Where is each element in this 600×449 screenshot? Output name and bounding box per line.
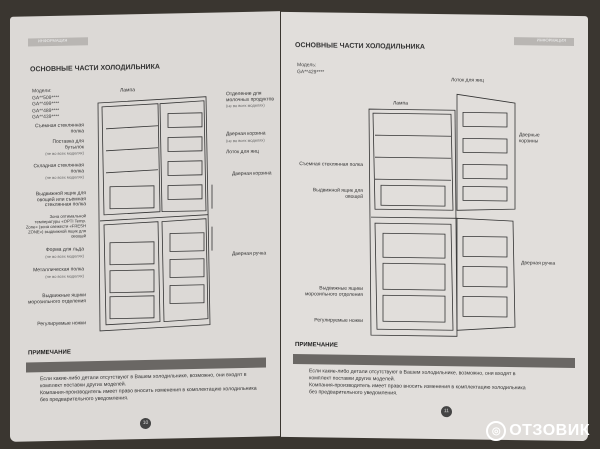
label-door-baskets: Дверные корзины: [519, 132, 540, 145]
label-shelf: Съемная стеклянная полка: [299, 161, 363, 169]
label-dairy: Отделение для молочных продуктов (не во …: [226, 91, 278, 109]
left-page: ИНФОРМАЦИЯ ОСНОВНЫЕ ЧАСТИ ХОЛОДИЛЬНИКА М…: [10, 11, 280, 442]
label-folding-text: Складная стеклянная полка: [33, 162, 84, 175]
left-page-number: 10: [140, 417, 151, 430]
watermark: ◎ ОТЗОВИК: [486, 421, 590, 441]
label-metal-note: (не во всех моделях): [45, 272, 84, 279]
model-item: GA**429****: [297, 68, 325, 75]
model-item: GA**439****: [32, 113, 60, 121]
label-ice-note: (не во всех моделях): [45, 252, 84, 259]
left-header-text: ИНФОРМАЦИЯ: [38, 37, 68, 44]
label-lamp: Лампа: [120, 87, 135, 94]
fridge-diagram-right: [368, 93, 516, 337]
right-page: ИНФОРМАЦИЯ ОСНОВНЫЕ ЧАСТИ ХОЛОДИЛЬНИКА М…: [281, 11, 588, 442]
right-note-text: Если какие-либо детали отсутствуют в Ваш…: [309, 368, 579, 400]
label-bottle-text: Поставка для бутылок: [52, 138, 84, 151]
otzovik-logo-icon: ◎: [486, 421, 507, 441]
label-egg: Лоток для яиц: [451, 77, 484, 84]
label-ice-text: Форма для льда: [45, 246, 84, 254]
label-handle: Дверная ручка: [521, 260, 556, 267]
left-models: Модели: GA**509**** GA**499**** GA**489*…: [32, 88, 59, 121]
right-title: ОСНОВНЫЕ ЧАСТИ ХОЛОДИЛЬНИКА: [295, 42, 425, 51]
model-item: GA**499****: [32, 100, 60, 108]
label-dairy-note: (не во всех моделях): [226, 102, 265, 109]
label-bottle: Поставка для бутылок (не во всех моделях…: [32, 138, 84, 157]
right-header-text: ИНФОРМАЦИЯ: [536, 37, 566, 43]
label-freezer: Выдвижные ящики морозильного отделения: [27, 292, 86, 306]
label-freezer: Выдвижные ящики морозильного отделения: [304, 285, 363, 298]
label-ice: Форма для льда (не во всех моделях): [32, 246, 84, 259]
label-egg: Лоток для яиц: [226, 148, 259, 156]
left-note-bar: [26, 357, 266, 373]
label-lamp: Лампа: [393, 100, 408, 107]
label-metal: Металлическая полка (не во всех моделях): [32, 266, 84, 279]
label-shelf: Съемная стеклянная полка: [35, 122, 84, 135]
label-door-basket: Дверная корзина (не во всех моделях): [226, 130, 278, 143]
left-note-title: ПРИМЕЧАНИЕ: [28, 349, 71, 357]
fridge-diagram: [97, 96, 213, 332]
watermark-text: ОТЗОВИК: [509, 422, 590, 439]
label-door-basket-text: Дверная корзина: [226, 130, 266, 138]
label-door-basket2: Дверная корзина: [232, 170, 272, 178]
label-metal-text: Металлическая полка: [33, 266, 84, 274]
label-door-basket-note: (не во всех моделях): [226, 137, 265, 143]
label-veg: Выдвижной ящик для овощей: [312, 187, 363, 200]
label-folding: Складная стеклянная полка (не во всех мо…: [32, 162, 84, 181]
label-veg: Выдвижной ящик для овощей или съемная ст…: [35, 190, 86, 209]
label-bottle-note: (не во всех моделях): [45, 150, 84, 157]
label-dairy-text: Отделение для молочных продуктов: [226, 90, 275, 103]
right-note-bar: [293, 354, 575, 368]
right-note-title: ПРИМЕЧАНИЕ: [295, 342, 338, 349]
left-title: ОСНОВНЫЕ ЧАСТИ ХОЛОДИЛЬНИКА: [30, 63, 160, 74]
label-zone: Зона оптимальной температуры «OPTI Temp.…: [25, 213, 86, 239]
label-handle: Дверная ручка: [232, 250, 267, 258]
label-feet: Регулируемые ножки: [37, 320, 86, 328]
right-page-number: 11: [441, 406, 452, 418]
label-feet: Регулируемые ножки: [314, 317, 363, 325]
right-models: Модель: GA**429****: [297, 62, 324, 75]
left-note-text: Если какие-либо детали отсутствуют в Ваш…: [40, 371, 270, 404]
label-folding-note: (не во всех моделях): [45, 174, 84, 181]
